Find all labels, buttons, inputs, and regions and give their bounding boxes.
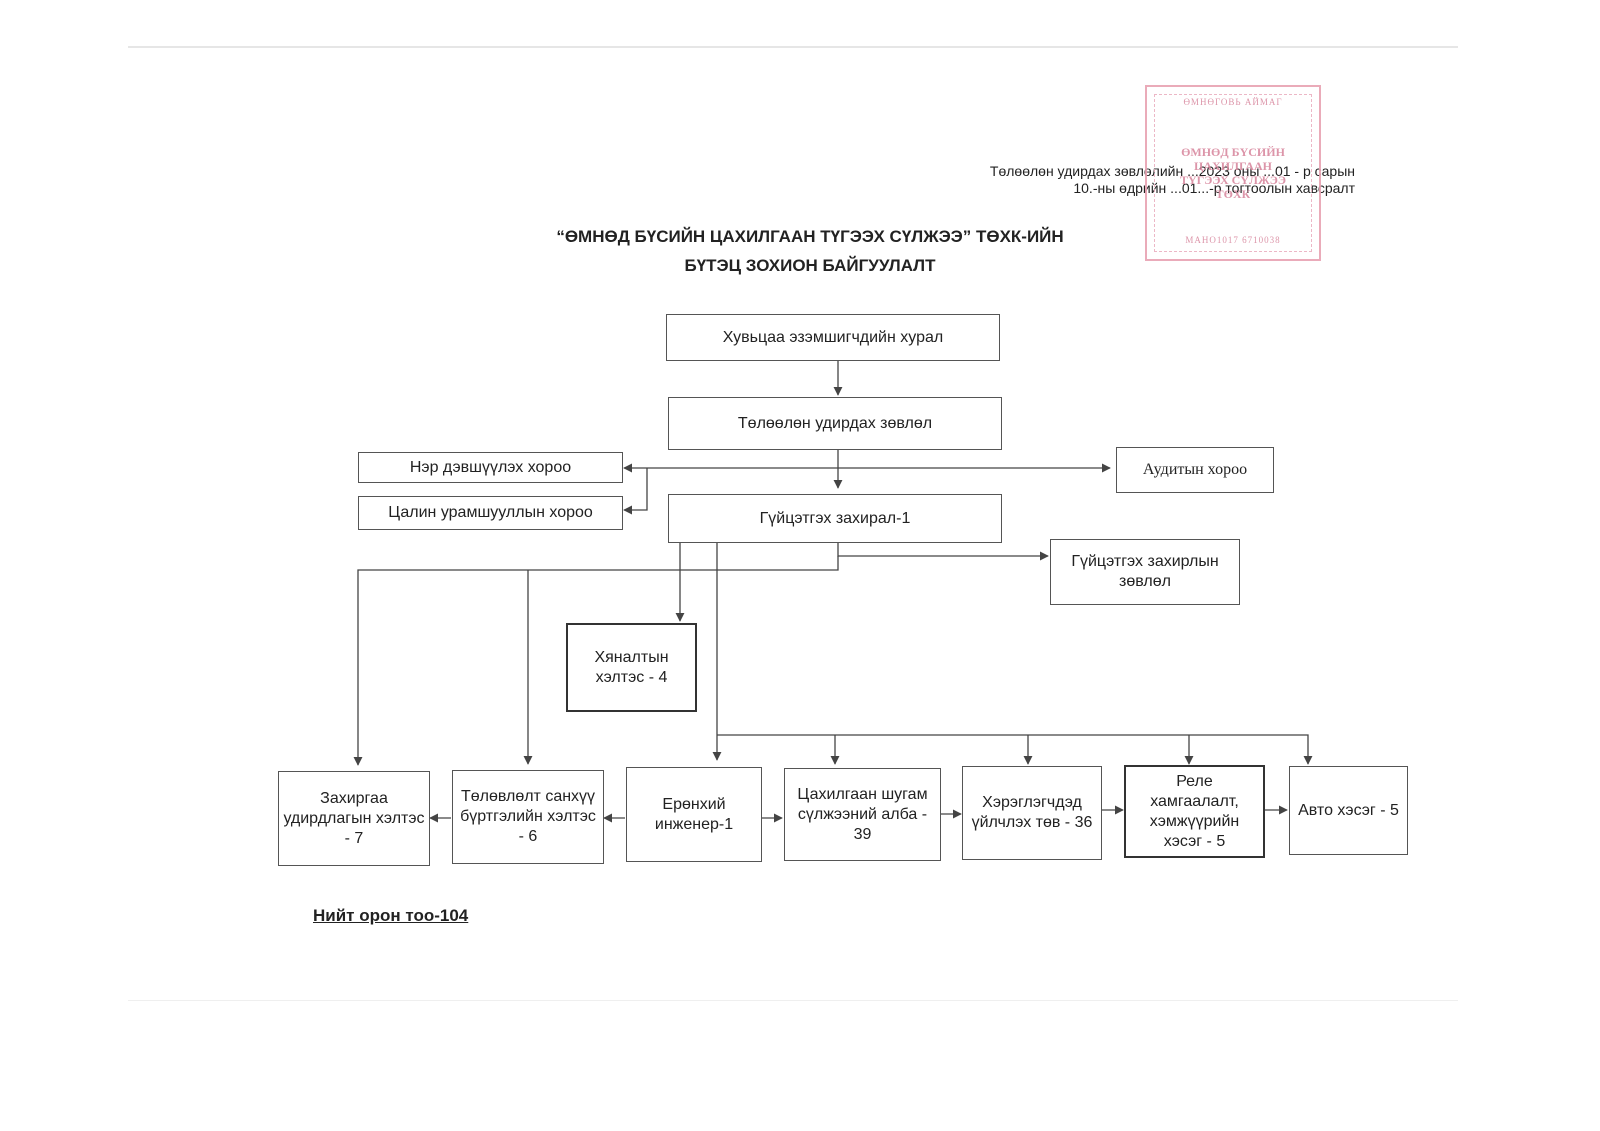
box-customer-service-label: Хэрэглэгчдэд үйлчлэх төв - 36: [971, 794, 1093, 831]
box-shareholders-label: Хувьцаа эзэмшигчдийн хурал: [722, 328, 944, 346]
box-audit-label: Аудитын хороо: [1142, 461, 1248, 478]
box-board: Төлөөлөн удирдах зөвлөл: [668, 397, 1002, 450]
box-exec-council: Гүйцэтгэх захирлын зөвлөл: [1050, 539, 1240, 605]
title-line-1: “ӨМНӨД БҮСИЙН ЦАХИЛГААН ТҮГЭЭХ СҮЛЖЭЭ” Т…: [556, 227, 1064, 246]
connector-to-admin: [353, 556, 839, 766]
stamp-bottom-text: МАНО1017 6710038: [1185, 235, 1281, 245]
box-control-label: Хяналтын хэлтэс - 4: [594, 648, 669, 686]
official-stamp: ӨМНӨГОВЬ АЙМАГ ӨМНӨД БҮСИЙН ЦАХИЛГААН ТҮ…: [1145, 85, 1321, 261]
box-auto-unit: Авто хэсэг - 5: [1289, 766, 1408, 855]
connector-to-remuneration: [623, 468, 648, 515]
stamp-middle-text: ӨМНӨД БҮСИЙН ЦАХИЛГААН ТҮГЭЭХ СҮЛЖЭЭ ТӨХ…: [1179, 145, 1287, 201]
connector-bus-to-auto: [717, 734, 1313, 765]
box-board-label: Төлөөлөн удирдах зөвлөл: [737, 414, 933, 432]
resolution-note: Төлөөлөн удирдах зөвлөлийн ...2023 оны .…: [900, 163, 1355, 197]
box-ceo: Гүйцэтгэх захирал-1: [668, 494, 1002, 543]
resolution-line-1: Төлөөлөн удирдах зөвлөлийн ...2023 оны .…: [989, 163, 1355, 179]
stamp-top-text: ӨМНӨГОВЬ АЙМАГ: [1183, 97, 1283, 107]
box-exec-council-label: Гүйцэтгэх захирлын зөвлөл: [1071, 553, 1219, 590]
box-control-department: Хяналтын хэлтэс - 4: [566, 623, 697, 712]
box-admin-label: Захиргаа удирдлагын хэлтэс - 7: [283, 789, 425, 847]
resolution-line-2: 10.-ны өдрийн ...01...-р тогтоолын хавср…: [1073, 180, 1355, 196]
top-divider: [128, 46, 1458, 48]
page-title: “ӨМНӨД БҮСИЙН ЦАХИЛГААН ТҮГЭЭХ СҮЛЖЭЭ” Т…: [520, 222, 1100, 280]
box-admin-department: Захиргаа удирдлагын хэлтэс - 7: [278, 771, 430, 866]
stamp-inner-border: [1154, 94, 1312, 252]
box-auto-label: Авто хэсэг - 5: [1298, 801, 1399, 819]
box-chief-engineer-label: Ерөнхий инженер-1: [654, 795, 734, 833]
box-power-lines-office: Цахилгаан шугам сүлжээний алба - 39: [784, 768, 941, 861]
box-shareholders-meeting: Хувьцаа эзэмшигчдийн хурал: [666, 314, 1000, 361]
title-line-2: БҮТЭЦ ЗОХИОН БАЙГУУЛАЛТ: [684, 256, 936, 275]
box-remuneration-label: Цалин урамшууллын хороо: [388, 504, 593, 521]
box-remuneration-committee: Цалин урамшууллын хороо: [358, 496, 623, 530]
box-audit-committee: Аудитын хороо: [1116, 447, 1274, 493]
bottom-divider: [128, 1000, 1458, 1001]
connector-to-exec-council: [837, 542, 1049, 561]
box-relay-protection-unit: Реле хамгаалалт, хэмжүүрийн хэсэг - 5: [1124, 765, 1265, 858]
box-ceo-label: Гүйцэтгэх захирал-1: [759, 509, 911, 527]
box-finance-label: Төлөвлөлт санхүү бүртгэлийн хэлтэс - 6: [460, 788, 596, 845]
box-finance-department: Төлөвлөлт санхүү бүртгэлийн хэлтэс - 6: [452, 770, 604, 864]
box-power-lines-label: Цахилгаан шугам сүлжээний алба - 39: [797, 785, 928, 843]
box-chief-engineer: Ерөнхий инженер-1: [626, 767, 762, 862]
box-relay-label: Реле хамгаалалт, хэмжүүрийн хэсэг - 5: [1149, 772, 1240, 850]
box-nomination-label: Нэр дэвшүүлэх хороо: [409, 458, 572, 476]
total-headcount: Нийт орон тоо-104: [313, 906, 469, 925]
box-customer-service-center: Хэрэглэгчдэд үйлчлэх төв - 36: [962, 766, 1102, 860]
box-nomination-committee: Нэр дэвшүүлэх хороо: [358, 452, 623, 483]
